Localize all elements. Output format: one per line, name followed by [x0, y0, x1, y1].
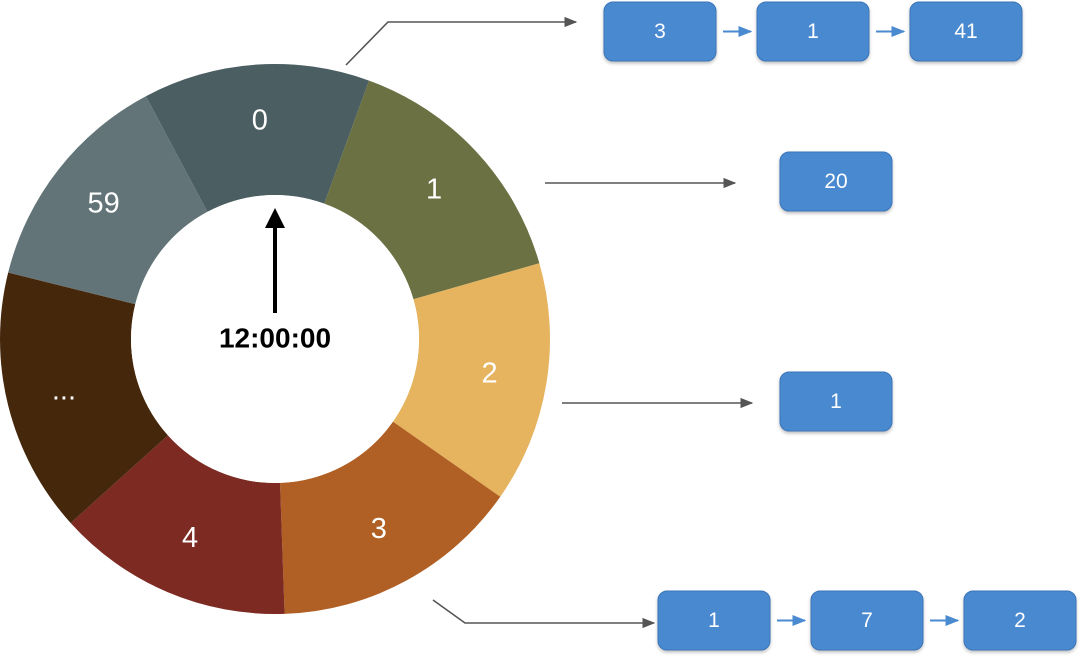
- wheel-slot-label: 0: [252, 105, 268, 137]
- bucket-connectors: [345, 16, 754, 629]
- task-node-label: 3: [654, 20, 666, 43]
- wheel-slot-59: [8, 96, 208, 305]
- task-node: [603, 1, 717, 62]
- task-node: [756, 1, 870, 62]
- task-node: [810, 590, 924, 651]
- task-node: [909, 1, 1023, 62]
- wheel-slot-2: [392, 263, 550, 497]
- wheel-slot-3: [280, 421, 501, 614]
- timing-wheel: 0 1 2 3 4... 59: [0, 64, 550, 614]
- wheel-slot-label: ...: [52, 374, 76, 406]
- task-node-label: 1: [830, 390, 842, 413]
- task-node-label: 2: [1014, 609, 1026, 632]
- bucket-list-slot-2: 1: [779, 371, 893, 432]
- wheel-slot-4: [70, 435, 285, 614]
- wheel-center: [131, 195, 419, 483]
- task-node: [963, 590, 1077, 651]
- clock-pointer: 12:00:00: [219, 208, 331, 353]
- wheel-slot-label: 2: [481, 358, 497, 390]
- task-node: [657, 590, 771, 651]
- task-node: [779, 371, 893, 432]
- task-node-label: 20: [824, 170, 847, 193]
- task-node: [779, 151, 893, 212]
- connector-slot-3: [432, 599, 656, 629]
- task-node-label: 1: [708, 609, 720, 632]
- task-node-label: 1: [807, 20, 819, 43]
- wheel-slot-ellipsis: [0, 272, 168, 524]
- wheel-slot-label: 1: [426, 173, 442, 205]
- wheel-slot-label: 59: [87, 188, 119, 220]
- task-node-label: 7: [861, 609, 873, 632]
- bucket-list-slot-1: 20: [779, 151, 893, 212]
- bucket-list-slot-0: 3 1 41: [603, 1, 1023, 62]
- wheel-slot-0: [145, 64, 370, 212]
- task-node-label: 41: [954, 20, 977, 43]
- connector-slot-0: [345, 16, 578, 66]
- wheel-slot-label: 4: [182, 522, 198, 554]
- bucket-list-slot-3: 1 7 2: [657, 590, 1077, 651]
- wheel-slot-label: 3: [371, 513, 387, 545]
- current-time-label: 12:00:00: [219, 322, 331, 353]
- wheel-slot-1: [324, 80, 540, 300]
- bucket-task-lists: 3 1 41 20 1 1 7 2: [603, 1, 1077, 651]
